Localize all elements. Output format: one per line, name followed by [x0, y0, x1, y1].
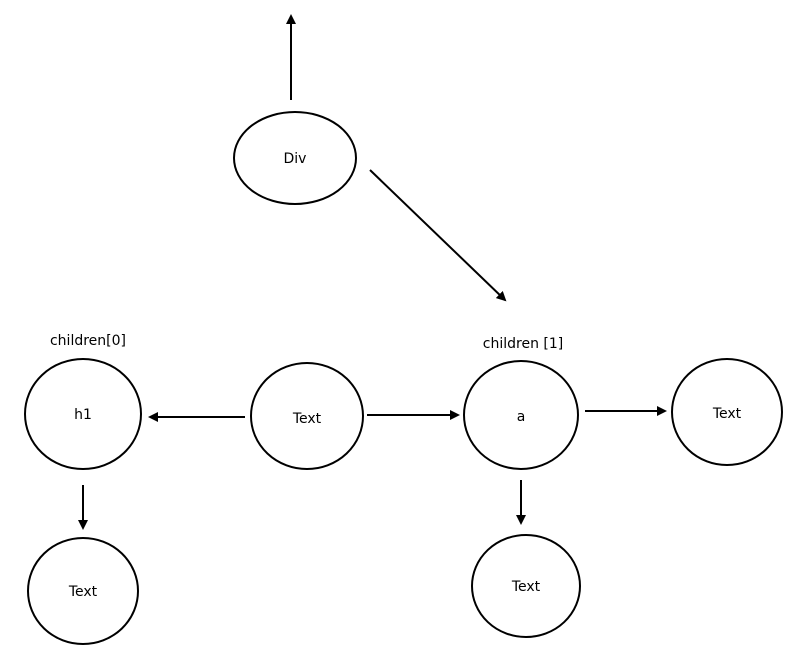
node-h1: h1: [24, 358, 142, 470]
node-a-shape: [463, 360, 579, 470]
node-text-center-label: Text: [292, 411, 322, 427]
node-h1-label: h1: [74, 407, 92, 423]
node-text-center-shape: [250, 362, 364, 470]
edge-div-to-a: [369, 169, 507, 302]
node-text-h1-child: Text: [27, 537, 139, 645]
node-text-right-label: Text: [712, 406, 742, 422]
node-text-a-child: Text: [471, 534, 581, 638]
caption-children-0: children[0]: [50, 333, 126, 349]
node-text-h1-child-label: Text: [68, 584, 98, 600]
node-div-shape: [233, 111, 357, 205]
node-a: a: [463, 360, 579, 470]
node-div: Div: [233, 111, 357, 205]
node-div-label: Div: [284, 151, 307, 167]
node-a-label: a: [517, 409, 526, 425]
caption-children-1: children [1]: [483, 336, 563, 352]
node-h1-shape: [24, 358, 142, 470]
node-text-a-child-shape: [471, 534, 581, 638]
node-text-a-child-label: Text: [511, 579, 541, 595]
node-text-center: Text: [250, 362, 364, 470]
node-text-right: Text: [671, 358, 783, 466]
node-text-h1-child-shape: [27, 537, 139, 645]
node-text-right-shape: [671, 358, 783, 466]
